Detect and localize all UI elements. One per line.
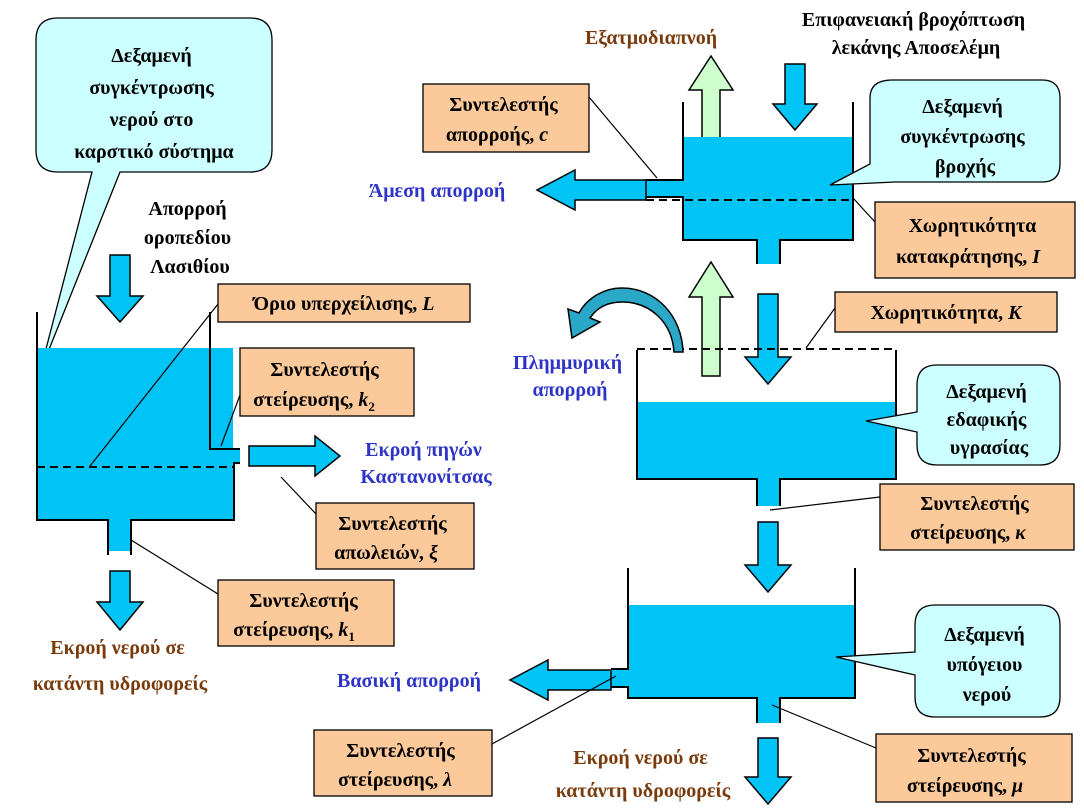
bottom-coef-left-box (217, 579, 395, 647)
baseflow-coef-label: Συντελεστής στείρευσης, λ (338, 740, 460, 791)
ground-tank-walls (611, 568, 856, 723)
rain-tank-callout-shape (829, 79, 1061, 186)
rainfall-label: Επιφανειακή βροχόπτωση λεκάνης Αποσελέμη (802, 9, 1030, 59)
rainfall-arrow (771, 63, 819, 132)
plateau-inflow-arrow (95, 254, 145, 324)
bottom-coef-left-leader (130, 539, 219, 595)
ground-tank-callout-shape (835, 604, 1061, 718)
rain-tank-callout: Δεξαμενή συγκέντρωσης βροχής (900, 96, 1029, 178)
losses-coef-label: Συντελεστής απωλειών, ξ (334, 513, 452, 564)
ground-bottom-outflow-arrow (743, 737, 793, 806)
baseflow-coef-leader (491, 675, 617, 745)
runoff-coef-box (422, 83, 590, 153)
direct-runoff-arrow (535, 168, 647, 212)
retention-capacity-label: Χωρητικότητα κατακράτησης, I (896, 215, 1041, 268)
percolation-arrow (743, 293, 793, 386)
capacity-label: Χωρητικότητα, K (871, 302, 1024, 324)
flood-runoff-label: Πλημμυρική απορροή (513, 352, 627, 401)
ground-tank-water (628, 605, 855, 698)
overflow-limit-box (217, 283, 471, 323)
retention-capacity-leader (852, 197, 876, 223)
direct-runoff-label: Άμεση απορροή (369, 180, 505, 202)
overflow-limit-label: Όριο υπερχείλισης, L (252, 293, 435, 315)
karst-bottom-outflow-arrow (95, 570, 145, 632)
bottom-coef-left-label: Συντελεστής στείρευσης, k1 (233, 590, 363, 644)
karst-tank-walls (36, 312, 240, 555)
spring-coef-leader (220, 394, 241, 447)
spring-outflow-arrow (248, 434, 342, 478)
ground-coef-leader (771, 704, 877, 749)
soil-coef-box (879, 483, 1075, 551)
spring-outflow-label: Εκροή πηγών Καστανονίτσας (360, 439, 492, 488)
retention-capacity-box (874, 201, 1076, 279)
karst-tank-outlet-water (109, 519, 130, 551)
soil-tank-callout-shape (865, 364, 1061, 466)
evapotranspiration-label: Εξατμοδιαπνοή (585, 27, 717, 49)
ground-tank-bottom-outlet-water (758, 697, 779, 723)
spring-coef-label: Συντελεστής στείρευσης, k2 (253, 359, 384, 414)
spring-outlet-water (210, 449, 240, 463)
plateau-runoff-label: Απορροή οροπεδίου Λασιθίου (144, 198, 236, 278)
rain-tank-side-outlet-water (646, 180, 684, 197)
ground-tank-callout: Δεξαμενή υπόγειου νερού (944, 624, 1029, 706)
flood-runoff-arrow (567, 287, 684, 353)
capacity-box (834, 291, 1058, 333)
soil-coef-leader (769, 496, 881, 511)
soil-tank-callout: Δεξαμενή εδαφικής υγρασίας (946, 381, 1031, 459)
soil-tank-walls (636, 350, 897, 506)
runoff-coef-leader (588, 96, 658, 179)
soil-coef-label: Συντελεστής στείρευσης, κ (910, 493, 1034, 544)
karst-tank-callout: Δεξαμενή συγκέντρωσης νερού στο καρστικό… (74, 45, 233, 163)
ground-bottom-outflow-label: Εκροή νερού σε κατάντη υδροφορείς (556, 747, 731, 802)
capacity-leader (805, 307, 836, 349)
rain-tank-bottom-outlet-water (758, 239, 779, 264)
rain-tank-water (683, 137, 852, 240)
evapotranspiration-arrow-mid (687, 260, 735, 377)
ground-coef-label: Συντελεστής στείρευσης, μ (907, 745, 1031, 797)
karst-tank-water (37, 348, 233, 520)
soil-tank-water (637, 402, 896, 479)
baseflow-coef-box (313, 729, 493, 797)
runoff-coef-label: Συντελεστής απορροής, c (446, 94, 563, 146)
baseflow-label: Βασική απορροή (337, 670, 481, 692)
spring-coef-box (239, 347, 415, 417)
baseflow-arrow (508, 658, 612, 702)
overflow-limit-leader (89, 303, 219, 467)
ground-tank-side-outlet-water (611, 669, 629, 687)
soil-tank-outlet-water (758, 478, 779, 506)
ground-coef-box (875, 733, 1073, 803)
losses-coef-box (315, 502, 475, 570)
rain-tank-walls (646, 102, 854, 264)
karst-bottom-outflow-label: Εκροή νερού σε κατάντη υδροφορείς (33, 637, 208, 695)
losses-coef-leader (280, 476, 317, 515)
soil-to-ground-arrow (743, 521, 793, 594)
